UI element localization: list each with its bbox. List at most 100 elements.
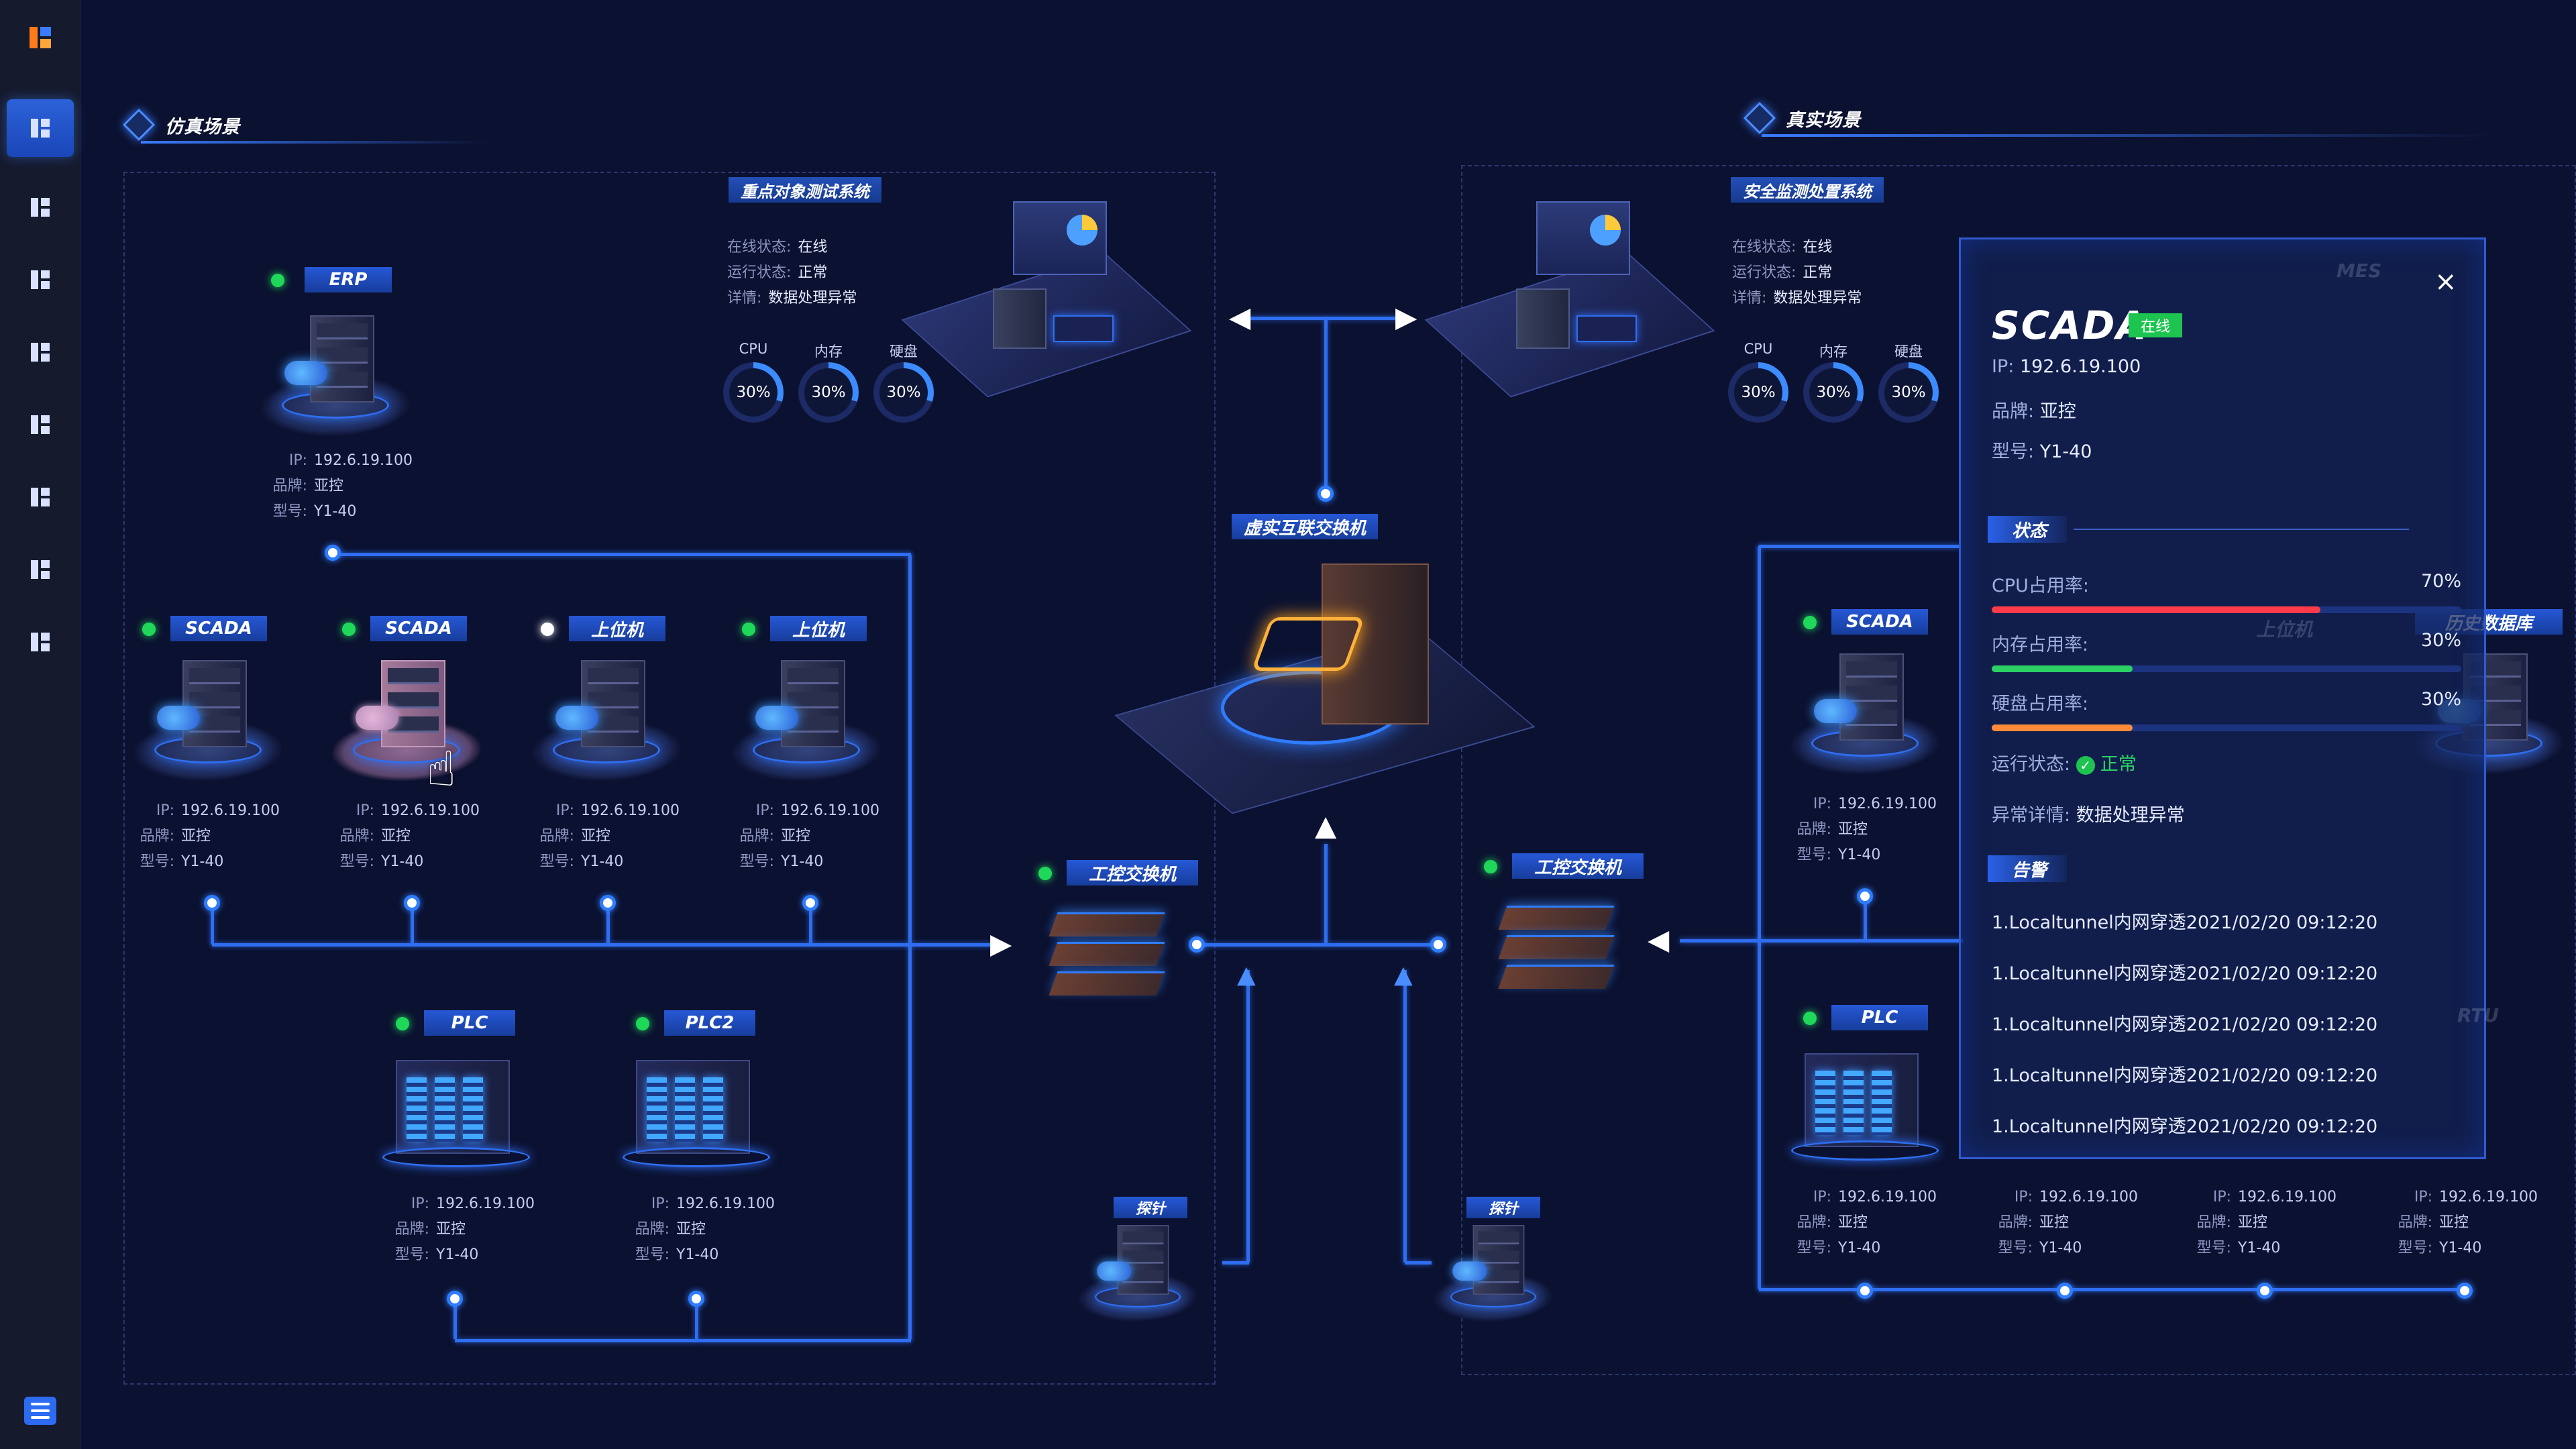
nav-item-6[interactable] xyxy=(7,468,74,526)
upper-server-icon[interactable] xyxy=(526,647,687,781)
device-info: IP:192.6.19.100 品牌:亚控 型号:Y1-40 xyxy=(2398,1189,2538,1256)
status-dot xyxy=(1484,860,1497,873)
upper-server-icon[interactable] xyxy=(726,647,887,781)
plc2-icon[interactable] xyxy=(616,1040,777,1174)
device-tag-scada: SCADA xyxy=(170,616,267,641)
device-tag-erp: ERP xyxy=(305,267,392,292)
link-node xyxy=(1189,936,1205,953)
menu-list-button[interactable] xyxy=(24,1397,56,1425)
device-tag-plc: PLC xyxy=(424,1010,515,1036)
status-dot xyxy=(1038,867,1052,880)
memory-usage: 内存占用率:30% xyxy=(1992,630,2461,672)
industrial-switch-icon[interactable] xyxy=(1476,879,1637,1020)
link-erp xyxy=(333,553,911,556)
device-tag-upper: 上位机 xyxy=(770,616,867,641)
scada-server-icon-hover[interactable] xyxy=(326,647,487,781)
nav-item-8[interactable] xyxy=(7,613,74,671)
link-drop xyxy=(809,903,812,945)
link-node xyxy=(2457,1283,2473,1299)
device-tag-plc: PLC xyxy=(1831,1005,1928,1030)
run-state: 运行状态: ✓正常 xyxy=(1992,754,2137,775)
memory-usage-bar xyxy=(1992,665,2133,672)
probe-icon[interactable] xyxy=(1429,1214,1558,1322)
arrow-right-icon: ▶ xyxy=(990,927,1012,960)
system-tag-left: 重点对象测试系统 xyxy=(729,177,881,203)
link-node xyxy=(2057,1283,2073,1299)
probe-tag: 探针 xyxy=(1466,1197,1540,1218)
ghost-tag-mes: MES xyxy=(2337,260,2382,282)
link-probe2 xyxy=(1403,970,1407,1263)
link-node xyxy=(1430,936,1446,953)
status-dot xyxy=(541,623,554,636)
link-node xyxy=(447,1291,463,1307)
alarm-item[interactable]: 1.Localtunnel内网穿透2021/02/20 09:12:20 xyxy=(1992,1065,2378,1086)
plc-icon[interactable] xyxy=(376,1040,537,1174)
probe-icon[interactable] xyxy=(1073,1214,1202,1322)
test-system-illustration[interactable] xyxy=(901,188,1192,402)
section-title-real: 真实场景 xyxy=(1743,99,2500,137)
link-center-v xyxy=(1324,844,1328,945)
system-info-left: 在线状态:在线 运行状态:正常 详情:数据处理异常 xyxy=(727,239,857,307)
grid-icon xyxy=(31,415,50,434)
arrow-left-icon: ◀ xyxy=(1648,923,1670,956)
arrow-left-icon: ◀ xyxy=(1229,301,1251,333)
link-drop xyxy=(411,903,414,945)
nav-item-3[interactable] xyxy=(7,251,74,309)
device-info: IP:192.6.19.100 品牌:亚控 型号:Y1-40 xyxy=(140,802,280,870)
arrow-right-icon: ▶ xyxy=(1395,301,1417,333)
popup-title: SCADA xyxy=(1992,303,2148,348)
link-node xyxy=(802,895,818,911)
link-hbus xyxy=(212,943,994,947)
close-icon[interactable]: × xyxy=(2434,266,2457,297)
scada-server-icon[interactable] xyxy=(1784,640,1945,774)
link-node xyxy=(1857,1283,1873,1299)
ghost-tag-rtu: RTU xyxy=(2457,1004,2500,1026)
status-badge: 在线 xyxy=(2129,313,2183,337)
status-dot xyxy=(396,1017,409,1030)
nav-item-2[interactable] xyxy=(7,178,74,236)
link-probe1-h xyxy=(1222,1261,1249,1265)
link-bottom xyxy=(455,1339,911,1342)
erp-server-icon[interactable] xyxy=(255,302,416,436)
cpu-usage: CPU占用率:70% xyxy=(1992,571,2461,613)
section-title-text: 真实场景 xyxy=(1786,109,1861,131)
status-dot xyxy=(342,623,356,636)
link-drop xyxy=(606,903,610,945)
device-tag-scada: SCADA xyxy=(370,616,467,641)
device-info: IP:192.6.19.100 品牌:亚控 型号:Y1-40 xyxy=(339,802,480,870)
alarm-item[interactable]: 1.Localtunnel内网穿透2021/02/20 09:12:20 xyxy=(1992,963,2378,984)
device-info: IP:192.6.19.100 品牌:亚控 型号:Y1-40 xyxy=(635,1195,775,1263)
link-probe1 xyxy=(1246,970,1250,1263)
link-real-bottom xyxy=(1759,1288,2465,1291)
link-drop xyxy=(211,903,214,945)
alarm-item[interactable]: 1.Localtunnel内网穿透2021/02/20 09:12:20 xyxy=(1992,1116,2378,1137)
nav-item-4[interactable] xyxy=(7,323,74,381)
sidebar xyxy=(0,0,80,1449)
link-real-h xyxy=(1680,939,1963,943)
grid-icon xyxy=(31,488,50,506)
grid-icon xyxy=(31,560,50,579)
nav-item-7[interactable] xyxy=(7,541,74,598)
grid-icon xyxy=(31,119,50,138)
alarm-item[interactable]: 1.Localtunnel内网穿透2021/02/20 09:12:20 xyxy=(1992,912,2378,933)
nav-item-dashboard[interactable] xyxy=(7,99,74,157)
scada-server-icon[interactable] xyxy=(127,647,288,781)
link-node xyxy=(404,895,420,911)
grid-icon xyxy=(31,270,50,289)
section-title-sim: 仿真场景 xyxy=(122,106,490,144)
link-node xyxy=(204,895,220,911)
nav-item-5[interactable] xyxy=(7,396,74,453)
core-switch-illustration[interactable] xyxy=(1114,557,1536,814)
device-info: IP:192.6.19.100 品牌:亚控 型号:Y1-40 xyxy=(272,452,413,520)
device-tag-upper: 上位机 xyxy=(569,616,665,641)
monitor-system-illustration[interactable] xyxy=(1424,188,1715,402)
link-right-bus xyxy=(908,553,912,1342)
industrial-switch-icon[interactable] xyxy=(1026,885,1187,1026)
alarm-item[interactable]: 1.Localtunnel内网穿透2021/02/20 09:12:20 xyxy=(1992,1014,2378,1035)
pie-chart-icon xyxy=(1067,215,1097,246)
plc-icon[interactable] xyxy=(1784,1033,1945,1167)
